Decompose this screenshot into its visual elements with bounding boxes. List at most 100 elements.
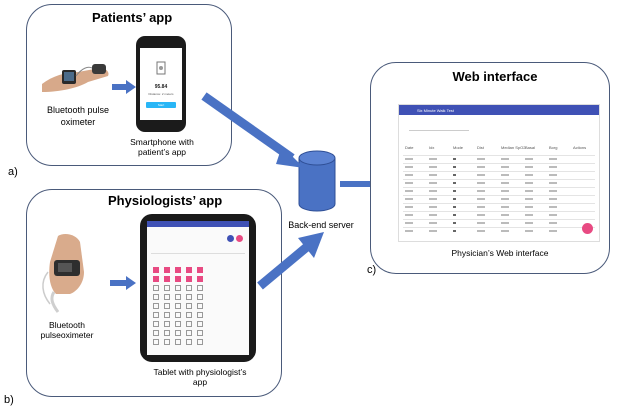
tablet-grid-cell[interactable]: [197, 303, 203, 309]
tablet-grid-cell[interactable]: [153, 321, 159, 327]
tablet-grid-cell[interactable]: [186, 312, 192, 318]
phone-value: 95.84: [154, 84, 168, 90]
web-table-cell: [477, 174, 485, 176]
tablet-grid-cell[interactable]: [186, 276, 192, 282]
tablet-grid-cell[interactable]: [197, 267, 203, 273]
tablet-grid-cell[interactable]: [186, 330, 192, 336]
phone-start-button[interactable]: Start: [146, 102, 176, 108]
web-table-cell: [429, 190, 437, 192]
web-table-cell: [429, 182, 437, 184]
tablet-grid-cell[interactable]: [175, 303, 181, 309]
web-header-bar: Six Minute Walk Test: [399, 105, 599, 115]
tablet-grid-cell[interactable]: [153, 303, 159, 309]
web-fab-button[interactable]: [582, 223, 593, 234]
web-table-row[interactable]: [403, 195, 595, 196]
tablet-grid-cell[interactable]: [186, 294, 192, 300]
web-table-row[interactable]: [403, 163, 595, 164]
tablet-grid-cell[interactable]: [164, 285, 170, 291]
tablet-grid-cell[interactable]: [186, 267, 192, 273]
tablet-grid-cell[interactable]: [175, 294, 181, 300]
web-table-row[interactable]: [403, 179, 595, 180]
tablet-grid-cell[interactable]: [153, 330, 159, 336]
tablet-grid-cell[interactable]: [197, 285, 203, 291]
tablet-grid-cell[interactable]: [197, 321, 203, 327]
tablet-grid-cell[interactable]: [197, 276, 203, 282]
web-table-cell: [549, 230, 557, 232]
web-table-row[interactable]: [403, 187, 595, 188]
web-table-row[interactable]: [403, 171, 595, 172]
phone-graphic-icon: [156, 61, 166, 75]
tablet-grid-cell[interactable]: [197, 294, 203, 300]
tablet-grid-cell[interactable]: [164, 321, 170, 327]
tablet-screen: [147, 221, 249, 355]
tablet-pink-dot[interactable]: [236, 235, 243, 242]
tablet-grid-cell[interactable]: [175, 330, 181, 336]
tablet-blue-dot[interactable]: [227, 235, 234, 242]
web-column-header: Actions: [573, 145, 587, 150]
web-table-row[interactable]: [403, 211, 595, 212]
tablet-header-bar: [147, 221, 249, 227]
web-table-cell: [525, 214, 533, 216]
tablet-grid-cell[interactable]: [175, 267, 181, 273]
tablet-grid-cell[interactable]: [197, 339, 203, 345]
tablet-grid-cell[interactable]: [175, 312, 181, 318]
web-table-cell: [405, 222, 413, 224]
tablet-grid-cell[interactable]: [164, 303, 170, 309]
web-table-cell: [453, 222, 456, 224]
tablet-grid-cell[interactable]: [164, 276, 170, 282]
tablet-grid-cell[interactable]: [197, 330, 203, 336]
web-table-cell: [477, 206, 485, 208]
web-table-cell: [405, 174, 413, 176]
web-table-cell: [477, 230, 485, 232]
web-table-cell: [501, 158, 509, 160]
web-table-cell: [477, 198, 485, 200]
web-table-row[interactable]: [403, 219, 595, 220]
web-interface-title: Web interface: [452, 69, 538, 84]
tablet-grid-cell[interactable]: [197, 312, 203, 318]
web-column-header: Date: [405, 145, 414, 150]
web-table-cell: [405, 214, 413, 216]
web-column-header: Idx: [429, 145, 435, 150]
tablet-grid-cell[interactable]: [153, 339, 159, 345]
tablet-grid-cell[interactable]: [175, 276, 181, 282]
tablet-grid-cell[interactable]: [186, 339, 192, 345]
web-table-cell: [525, 222, 533, 224]
panel-letter-a: a): [8, 166, 18, 178]
tablet-grid-cell[interactable]: [153, 312, 159, 318]
web-column-header: Mode: [453, 145, 464, 150]
web-table-cell: [429, 198, 437, 200]
arrow-oximeter-to-phone: [112, 80, 136, 94]
tablet-grid-cell[interactable]: [175, 321, 181, 327]
web-table-row[interactable]: [403, 227, 595, 228]
web-table-cell: [525, 158, 533, 160]
tablet-grid-cell[interactable]: [153, 294, 159, 300]
web-table-row[interactable]: [403, 155, 595, 156]
oximeter-caption-b: Bluetooth pulseoximeter: [40, 320, 94, 340]
tablet-grid-cell[interactable]: [164, 339, 170, 345]
tablet-grid-cell[interactable]: [175, 339, 181, 345]
web-table-cell: [453, 214, 456, 216]
tablet-grid-cell[interactable]: [164, 312, 170, 318]
tablet-grid-cell[interactable]: [164, 330, 170, 336]
web-table-row[interactable]: [403, 203, 595, 204]
tablet-grid-cell[interactable]: [175, 285, 181, 291]
web-header-title: Six Minute Walk Test: [417, 108, 454, 113]
phone-start-label: Start: [157, 103, 165, 107]
web-table-cell: [549, 222, 557, 224]
tablet-grid-cell[interactable]: [186, 321, 192, 327]
tablet-grid-cell[interactable]: [153, 267, 159, 273]
web-table-cell: [453, 206, 456, 208]
tablet-grid-cell[interactable]: [186, 303, 192, 309]
panel-letter-b: b): [4, 394, 14, 406]
web-table-cell: [429, 158, 437, 160]
arrow-oximeter-to-tablet: [110, 276, 136, 290]
tablet-caption: Tablet with physiologist’s app: [153, 367, 247, 387]
tablet-grid-cell[interactable]: [153, 276, 159, 282]
web-table-cell: [477, 182, 485, 184]
tablet-grid-cell[interactable]: [186, 285, 192, 291]
tablet-grid-cell[interactable]: [164, 294, 170, 300]
tablet-grid-cell[interactable]: [164, 267, 170, 273]
web-table-cell: [477, 214, 485, 216]
tablet-grid-cell[interactable]: [153, 285, 159, 291]
web-caption: Physician’s Web interface: [451, 248, 549, 258]
